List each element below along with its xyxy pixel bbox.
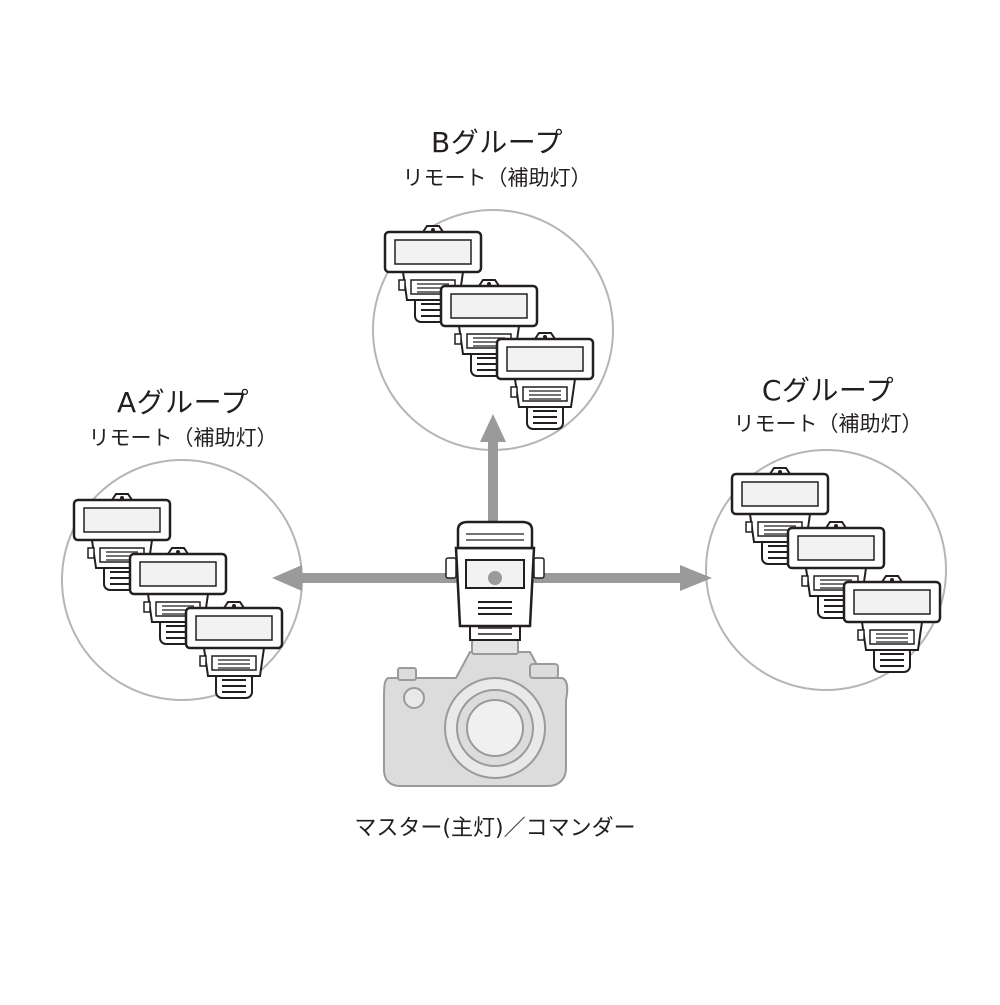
group-a-subtitle: リモート（補助灯） [88, 426, 278, 450]
master-commander-label: マスター(主灯)／コマンダー [354, 816, 636, 841]
group-a-flash-3 [184, 600, 284, 700]
group-c-flash-3 [842, 574, 942, 674]
signal-arrows [272, 414, 712, 591]
commander-unit-icon [445, 520, 545, 641]
group-c-circle [705, 449, 947, 691]
dslr-camera-icon [383, 639, 569, 787]
group-b-subtitle: リモート（補助灯） [402, 166, 592, 190]
group-a-title: Aグループ [117, 386, 249, 419]
group-b-title: Bグループ [430, 126, 564, 159]
group-c-subtitle: リモート（補助灯） [733, 412, 923, 436]
group-c-title: Cグループ [761, 374, 895, 407]
